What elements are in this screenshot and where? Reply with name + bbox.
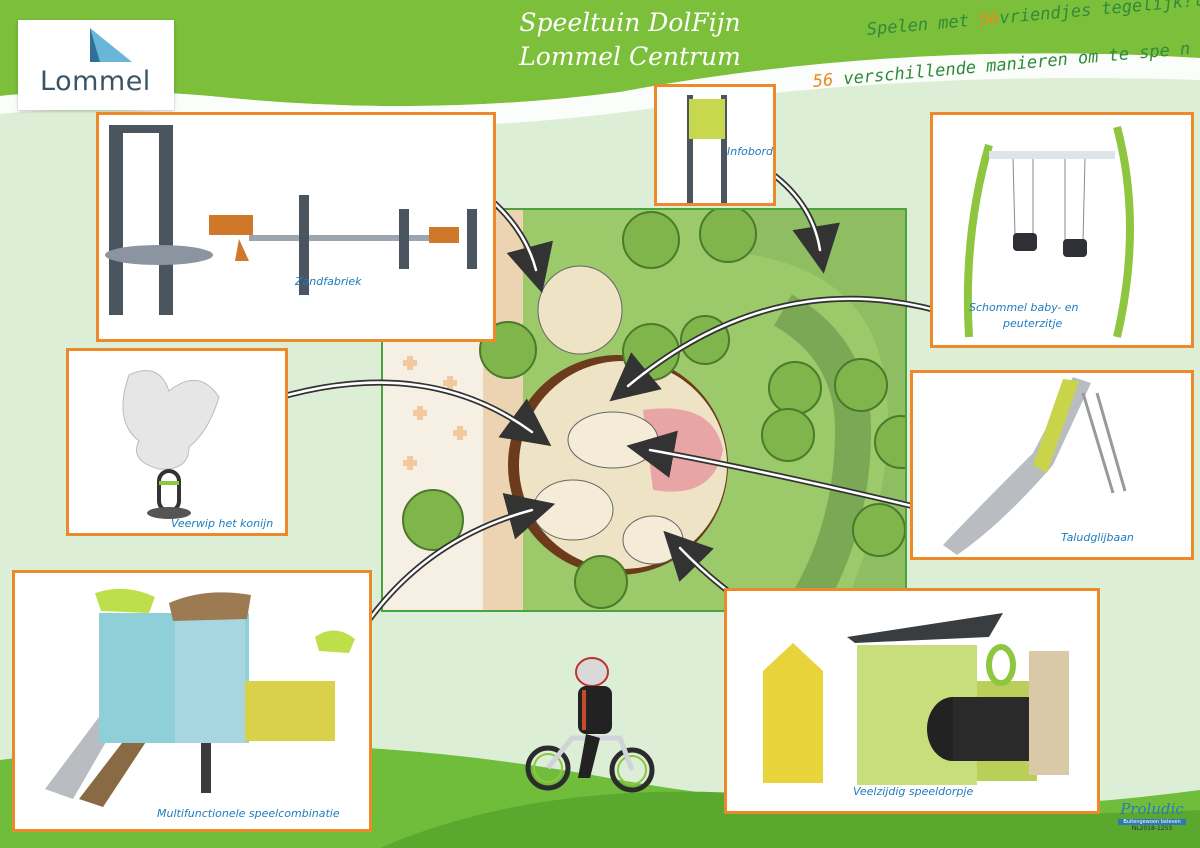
- title-line-1: Speeltuin DolFijn: [519, 8, 741, 37]
- panel-zandfabriek: Zandfabriek: [96, 112, 496, 342]
- label-taludglijbaan: Taludglijbaan: [1061, 531, 1134, 544]
- panel-schommel: Schommel baby- en peuterzitje: [930, 112, 1194, 348]
- panel-taludglijbaan: Taludglijbaan: [910, 370, 1194, 560]
- swing-image: [963, 125, 1134, 338]
- spring-rider-image: [122, 370, 220, 519]
- panel-multifunctioneel: Multifunctionele speelcombinatie: [12, 570, 372, 832]
- panel-veerwip: Veerwip het konijn: [66, 348, 288, 536]
- proludic-brand: Proludic Buitengewoon beleven NL2018-125…: [1112, 800, 1192, 832]
- label-veerwip: Veerwip het konijn: [171, 517, 274, 530]
- label-zandfabriek: Zandfabriek: [295, 275, 362, 288]
- label-schommel-line2: peuterzitje: [1003, 317, 1063, 330]
- child-on-bike-illustration: [525, 657, 655, 793]
- brand-name: Proludic: [1120, 800, 1184, 818]
- slide-image: [943, 377, 1127, 555]
- info-board-image: [687, 95, 727, 203]
- brand-tagline: Buitengewoon beleven: [1118, 819, 1186, 825]
- label-infobord: Infobord: [727, 145, 774, 158]
- label-multifunctioneel: Multifunctionele speelcombinatie: [157, 807, 340, 820]
- logo-mark-icon: [90, 28, 132, 62]
- sand-factory-image: [105, 125, 477, 315]
- label-speeldorpje: Veelzijdig speeldorpje: [853, 785, 974, 798]
- brand-code: NL2018-1253: [1131, 825, 1173, 832]
- title-line-2: Lommel Centrum: [519, 42, 741, 71]
- play-combination-image: [45, 588, 355, 807]
- page-title: Speeltuin DolFijn Lommel Centrum: [500, 6, 760, 74]
- play-village-image: [763, 613, 1069, 785]
- panel-speeldorpje: Veelzijdig speeldorpje: [724, 588, 1100, 814]
- label-schommel-line1: Schommel baby- en: [969, 301, 1079, 314]
- panel-infobord: Infobord: [654, 84, 776, 206]
- lommel-logo: Lommel: [18, 20, 174, 110]
- logo-text: Lommel: [40, 66, 151, 97]
- site-plan-map: [381, 208, 907, 612]
